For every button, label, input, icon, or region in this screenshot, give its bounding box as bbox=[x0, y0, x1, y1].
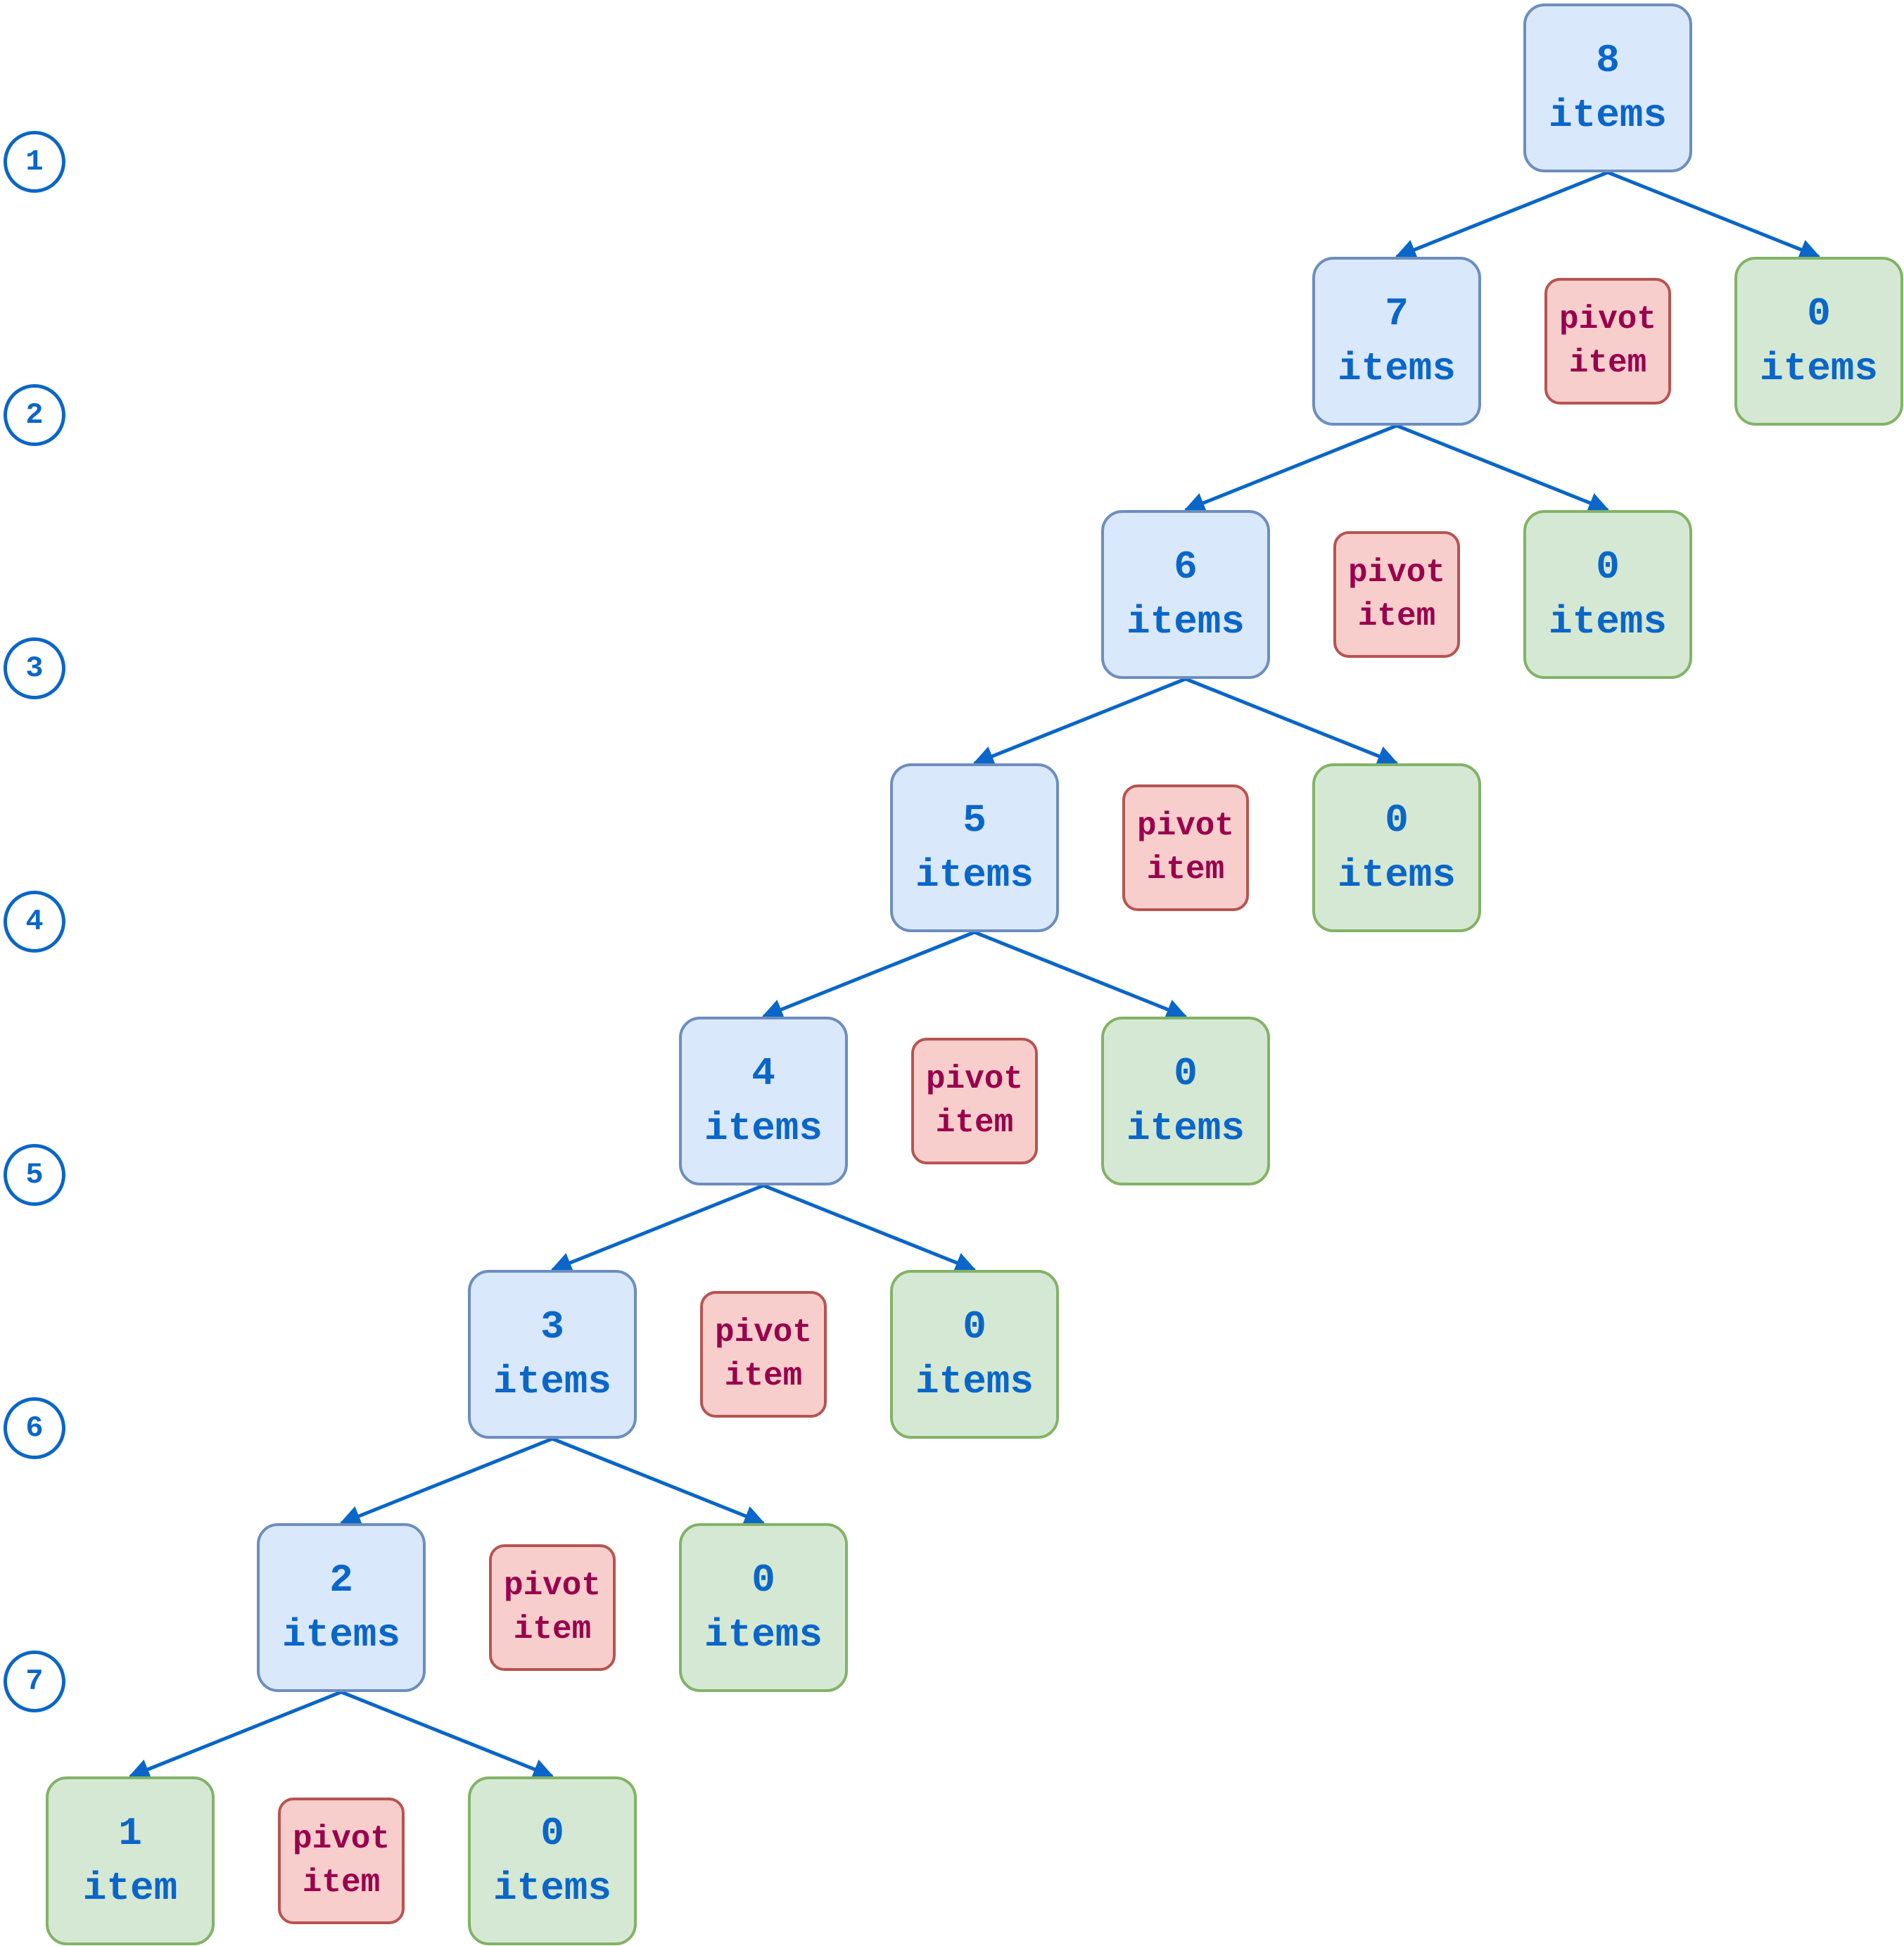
level-marker-1: 1 bbox=[4, 131, 65, 193]
pivot-item-node: pivot item bbox=[911, 1038, 1038, 1164]
edge-arrow-right bbox=[763, 1183, 977, 1273]
edge-arrow-right bbox=[974, 930, 1188, 1019]
level-marker-7: 7 bbox=[4, 1651, 65, 1712]
pivot-item-node: pivot item bbox=[1122, 784, 1249, 911]
left-subproblem-node: 6 items bbox=[1101, 510, 1270, 679]
edge-arrow-left bbox=[128, 1690, 342, 1779]
edge-arrow-right bbox=[1396, 424, 1610, 513]
level-marker-6: 6 bbox=[4, 1397, 65, 1459]
right-subproblem-node: 0 items bbox=[1523, 510, 1692, 679]
edge-arrow-right bbox=[552, 1437, 766, 1526]
edge-arrow-right bbox=[1185, 677, 1399, 766]
right-subproblem-node: 0 items bbox=[679, 1523, 848, 1692]
level-marker-2: 2 bbox=[4, 384, 65, 446]
right-subproblem-node: 0 items bbox=[890, 1270, 1059, 1439]
base-case-node: 1 item bbox=[46, 1776, 215, 1945]
pivot-item-node: pivot item bbox=[700, 1291, 827, 1418]
root-node: 8 items bbox=[1523, 4, 1692, 172]
left-subproblem-node: 4 items bbox=[679, 1017, 848, 1185]
level-marker-4: 4 bbox=[4, 891, 65, 953]
level-marker-5: 5 bbox=[4, 1144, 65, 1206]
pivot-item-node: pivot item bbox=[1544, 278, 1671, 405]
left-subproblem-node: 7 items bbox=[1312, 257, 1481, 426]
edge-arrow-left bbox=[339, 1437, 553, 1526]
edge-arrow-left bbox=[1183, 424, 1397, 513]
edge-arrow-left bbox=[972, 677, 1186, 766]
edge-arrow-right bbox=[341, 1690, 554, 1779]
pivot-item-node: pivot item bbox=[278, 1798, 405, 1924]
left-subproblem-node: 5 items bbox=[890, 763, 1059, 932]
edge-arrow-left bbox=[761, 930, 975, 1019]
right-subproblem-node: 0 items bbox=[1312, 763, 1481, 932]
edge-arrow-left bbox=[550, 1183, 764, 1273]
level-marker-3: 3 bbox=[4, 637, 65, 699]
edge-arrow-right bbox=[1607, 170, 1821, 260]
left-subproblem-node: 2 items bbox=[257, 1523, 426, 1692]
right-subproblem-node: 0 items bbox=[1734, 257, 1903, 426]
right-subproblem-node: 0 items bbox=[468, 1776, 637, 1945]
edge-arrow-left bbox=[1395, 170, 1608, 260]
right-subproblem-node: 0 items bbox=[1101, 1017, 1270, 1185]
left-subproblem-node: 3 items bbox=[468, 1270, 637, 1439]
pivot-item-node: pivot item bbox=[1333, 531, 1460, 658]
pivot-item-node: pivot item bbox=[489, 1544, 616, 1671]
